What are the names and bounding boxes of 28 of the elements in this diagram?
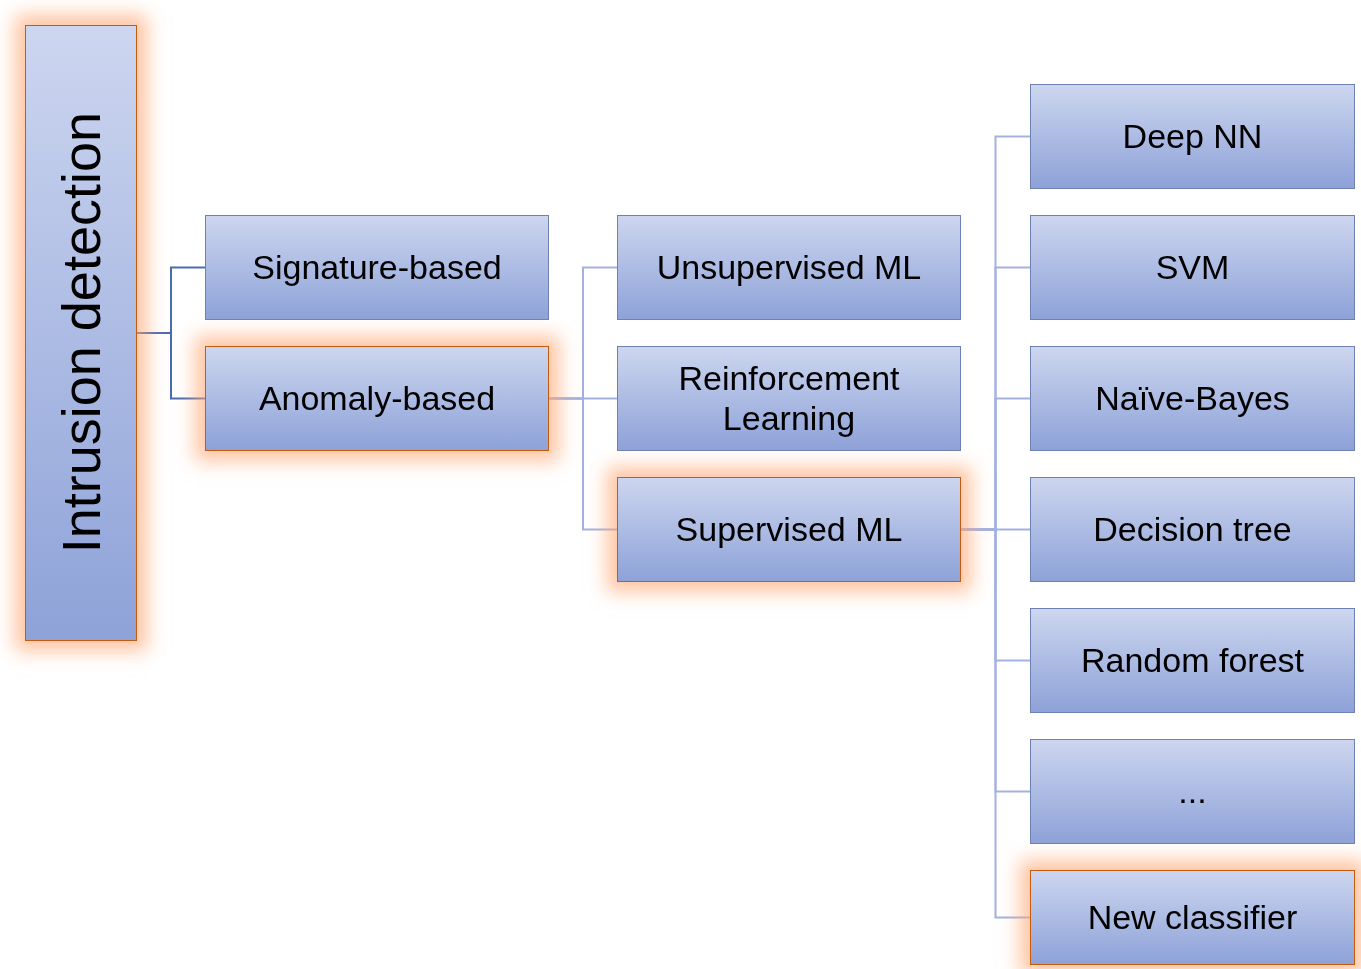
connector-line — [136, 332, 206, 400]
category-box — [617, 477, 961, 582]
node-label: Anomaly-based — [257, 378, 497, 419]
node-label: Reinforcement Learning — [677, 359, 901, 438]
node-label: ... — [1177, 771, 1208, 812]
category-box — [1030, 346, 1355, 451]
node-label: Naïve-Bayes — [1094, 378, 1291, 419]
category-box — [205, 215, 549, 320]
node-label: Supervised ML — [674, 509, 904, 550]
title-label: Intrusion detection — [54, 112, 108, 554]
category-box — [1030, 739, 1355, 844]
node-label: Deep NN — [1121, 116, 1264, 157]
category-box — [1030, 870, 1355, 965]
category-box — [1030, 84, 1355, 189]
node-label: New classifier — [1086, 897, 1299, 938]
root-box — [25, 25, 137, 641]
node-label: Signature-based — [251, 247, 503, 288]
node-label: Random forest — [1080, 640, 1305, 681]
category-box — [205, 346, 549, 451]
category-box — [1030, 215, 1355, 320]
node-label: SVM — [1154, 247, 1231, 288]
connector-line — [548, 397, 618, 531]
node-label: Decision tree — [1092, 509, 1293, 550]
category-box — [1030, 477, 1355, 582]
category-box — [617, 215, 961, 320]
category-box — [617, 346, 961, 451]
category-box — [1030, 608, 1355, 713]
node-label: Unsupervised ML — [655, 247, 923, 288]
